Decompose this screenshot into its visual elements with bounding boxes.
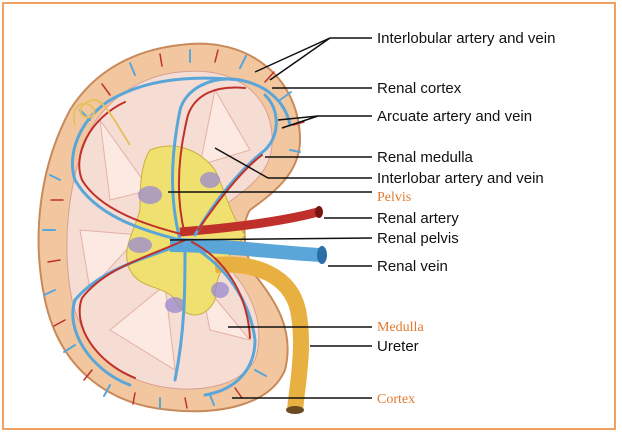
label-interlobar: Interlobar artery and vein <box>377 170 544 187</box>
label-arcuate: Arcuate artery and vein <box>377 108 532 125</box>
renal-pyramids <box>79 88 252 371</box>
label-cortex: Cortex <box>377 392 415 407</box>
label-medulla: Medulla <box>377 320 424 335</box>
label-renal-cortex: Renal cortex <box>377 80 462 97</box>
label-renal-medulla: Renal medulla <box>377 149 474 166</box>
leader-renal-pelvis <box>169 237 373 241</box>
renal-artery-opening <box>315 206 323 218</box>
renal-vein-vessel <box>169 238 321 262</box>
vessel-network <box>42 49 305 409</box>
ureter-opening <box>286 406 304 414</box>
nephron-coil <box>72 99 131 146</box>
leader-lines <box>168 37 373 399</box>
label-renal-pelvis: Renal pelvis <box>377 230 459 247</box>
label-renal-artery: Renal artery <box>377 210 459 227</box>
label-renal-vein: Renal vein <box>377 258 448 275</box>
label-ureter: Ureter <box>377 338 419 355</box>
label-pelvis: Pelvis <box>377 190 411 205</box>
ureter-tube <box>214 256 309 411</box>
leader-interlobar <box>214 147 372 179</box>
renal-vein-opening <box>317 246 327 264</box>
calyx-accents <box>128 172 229 313</box>
leader-interlobular <box>254 37 372 73</box>
label-interlobular: Interlobular artery and vein <box>377 30 555 47</box>
